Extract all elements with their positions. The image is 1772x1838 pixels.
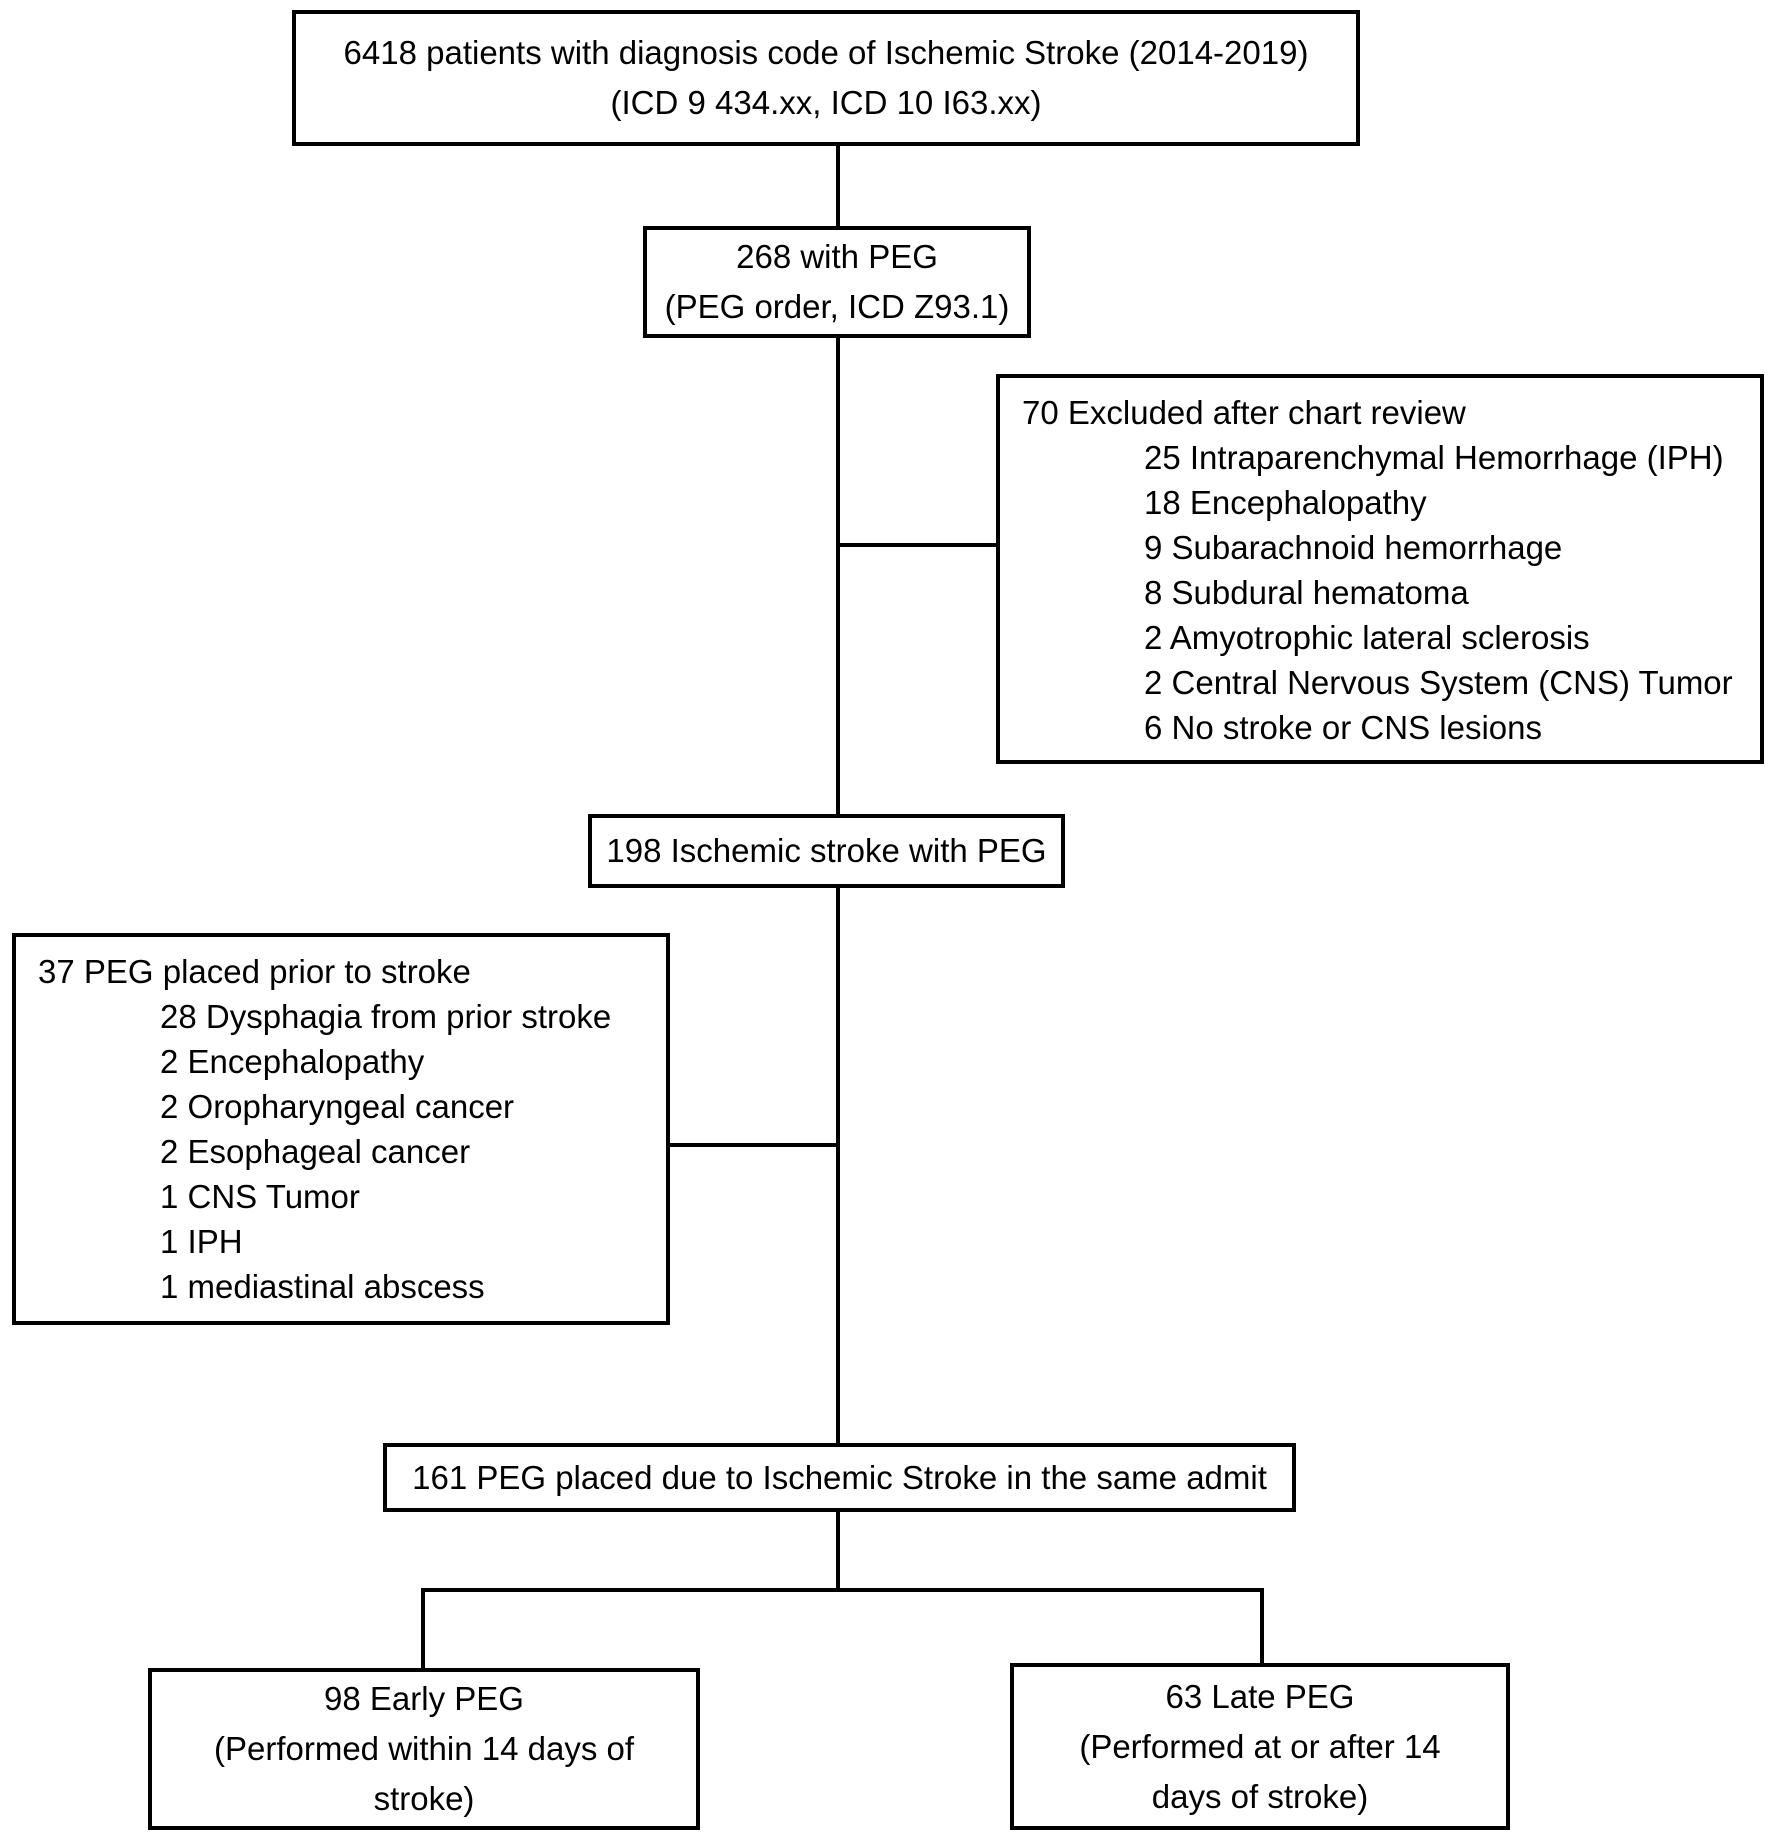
node-late-peg: 63 Late PEG (Performed at or after 14 da… bbox=[1010, 1663, 1510, 1830]
excluded-item: 2 Amyotrophic lateral sclerosis bbox=[1144, 619, 1590, 656]
late-peg-line2: (Performed at or after 14 bbox=[1079, 1727, 1441, 1765]
node-ischemic-stroke-with-peg: 198 Ischemic stroke with PEG bbox=[588, 814, 1065, 888]
node-peg-cohort: 268 with PEG (PEG order, ICD Z93.1) bbox=[643, 226, 1031, 338]
node-excluded-after-chart-review: 70 Excluded after chart review 25 Intrap… bbox=[996, 374, 1764, 764]
ischemic-stroke-label: 198 Ischemic stroke with PEG bbox=[606, 832, 1047, 869]
prior-peg-item: 1 IPH bbox=[160, 1223, 243, 1260]
peg-cohort-line1: 268 with PEG bbox=[736, 238, 938, 275]
node-initial-cohort: 6418 patients with diagnosis code of Isc… bbox=[292, 10, 1360, 146]
excluded-item: 18 Encephalopathy bbox=[1144, 484, 1427, 521]
node-peg-same-admit: 161 PEG placed due to Ischemic Stroke in… bbox=[383, 1443, 1296, 1512]
excluded-title: 70 Excluded after chart review bbox=[1022, 394, 1466, 431]
connector-split-to-early bbox=[421, 1590, 425, 1670]
early-peg-line3: stroke) bbox=[373, 1780, 475, 1817]
excluded-item: 9 Subarachnoid hemorrhage bbox=[1144, 529, 1563, 566]
early-peg-line1: 98 Early PEG bbox=[324, 1680, 524, 1717]
excluded-item: 8 Subdural hematoma bbox=[1144, 574, 1469, 611]
connector-split-horizontal bbox=[421, 1588, 1264, 1592]
initial-cohort-line1: 6418 patients with diagnosis code of Isc… bbox=[343, 34, 1309, 71]
prior-peg-item: 2 Esophageal cancer bbox=[160, 1133, 471, 1170]
prior-peg-item: 2 Encephalopathy bbox=[160, 1043, 425, 1080]
connector-split-to-late bbox=[1260, 1590, 1264, 1665]
excluded-item: 6 No stroke or CNS lesions bbox=[1144, 709, 1542, 746]
prior-peg-item: 2 Oropharyngeal cancer bbox=[160, 1088, 515, 1125]
connector-initial-to-peg bbox=[836, 144, 840, 230]
connector-to-prior-peg-box bbox=[668, 1143, 840, 1147]
early-peg-line2: (Performed within 14 days of bbox=[213, 1730, 635, 1767]
connector-peg-to-ischemic bbox=[836, 336, 840, 818]
node-early-peg: 98 Early PEG (Performed within 14 days o… bbox=[148, 1668, 700, 1830]
excluded-item: 25 Intraparenchymal Hemorrhage (IPH) bbox=[1144, 439, 1724, 476]
peg-cohort-line2: (PEG order, ICD Z93.1) bbox=[664, 288, 1010, 325]
initial-cohort-line2: (ICD 9 434.xx, ICD 10 I63.xx) bbox=[610, 84, 1042, 121]
excluded-item: 2 Central Nervous System (CNS) Tumor bbox=[1144, 664, 1733, 701]
prior-peg-item: 1 CNS Tumor bbox=[160, 1178, 360, 1215]
prior-peg-item: 1 mediastinal abscess bbox=[160, 1268, 485, 1305]
node-peg-prior-to-stroke: 37 PEG placed prior to stroke 28 Dysphag… bbox=[12, 933, 670, 1325]
late-peg-line1: 63 Late PEG bbox=[1165, 1677, 1355, 1715]
prior-peg-title: 37 PEG placed prior to stroke bbox=[38, 953, 471, 990]
connector-to-excluded-box bbox=[838, 543, 998, 547]
same-admit-label: 161 PEG placed due to Ischemic Stroke in… bbox=[412, 1458, 1267, 1496]
prior-peg-item: 28 Dysphagia from prior stroke bbox=[160, 998, 612, 1035]
late-peg-line3: days of stroke) bbox=[1151, 1777, 1369, 1815]
connector-ischemic-to-admit bbox=[836, 886, 840, 1447]
connector-admit-to-split bbox=[836, 1510, 840, 1592]
